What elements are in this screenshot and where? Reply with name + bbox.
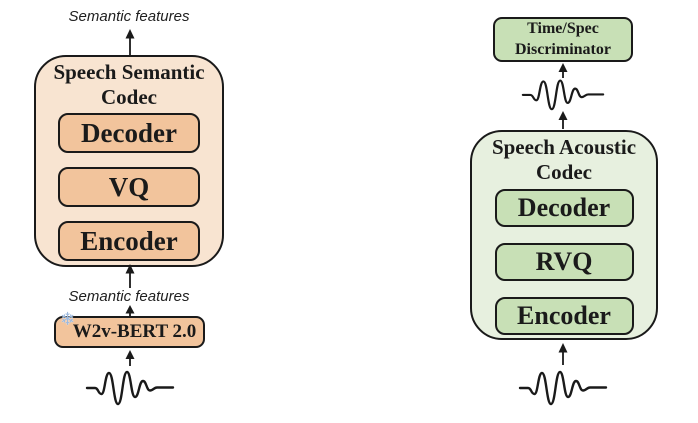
arrow-up-icon [125,264,135,288]
acoustic-codec-title: Speech Acoustic Codec [491,135,637,184]
waveform-icon [521,79,605,111]
semantic-decoder-block: Decoder [58,113,200,153]
arrow-up-icon [558,63,568,78]
semantic-codec-blocks: Decoder VQ Encoder [36,113,222,261]
discriminator-box: Time/Spec Discriminator [493,17,633,62]
arrow-up-icon [558,111,568,129]
arrow-up-icon [125,29,135,56]
waveform-icon [85,370,175,406]
semantic-output-label: Semantic features [68,8,190,25]
acoustic-rvq-block: RVQ [494,243,634,281]
w2v-bert-box: ❄ W2v-BERT 2.0 [54,311,205,348]
semantic-codec-box: Speech Semantic Codec Decoder VQ Encoder [34,55,224,267]
acoustic-decoder-block: Decoder [494,189,634,227]
discriminator-label: Time/Spec Discriminator [515,19,611,58]
semantic-vq-block: VQ [58,167,200,207]
semantic-codec-title: Speech Semantic Codec [53,60,205,109]
acoustic-codec-box: Speech Acoustic Codec Decoder RVQ Encode… [470,130,658,340]
acoustic-encoder-block: Encoder [494,297,634,335]
arrow-up-icon [558,343,568,365]
arrow-up-icon [125,350,135,366]
acoustic-codec-blocks: Decoder RVQ Encoder [472,189,656,335]
w2v-bert-label: W2v-BERT 2.0 [72,321,197,342]
waveform-icon [518,370,608,406]
semantic-encoder-block: Encoder [58,221,200,261]
snowflake-icon: ❄ [60,309,76,330]
semantic-input-label: Semantic features [68,288,190,305]
